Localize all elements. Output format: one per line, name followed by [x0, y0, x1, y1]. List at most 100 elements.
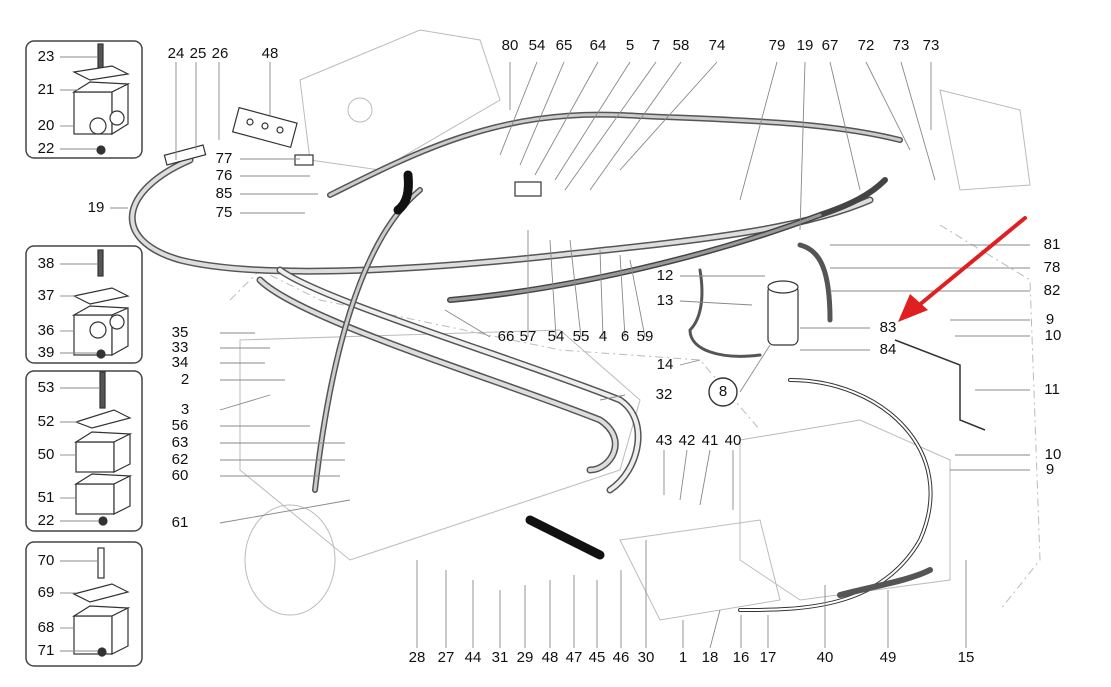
clamp-2-drawing — [71, 249, 130, 359]
part-label[interactable]: 58 — [672, 37, 690, 54]
part-label[interactable]: 61 — [171, 514, 189, 531]
part-label[interactable]: 46 — [612, 649, 630, 666]
part-label[interactable]: 37 — [37, 287, 55, 304]
part-label[interactable]: 51 — [37, 489, 55, 506]
part-label[interactable]: 10 — [1044, 446, 1062, 463]
part-label[interactable]: 77 — [215, 150, 233, 167]
hydraulic-hoses — [128, 111, 933, 612]
part-label[interactable]: 5 — [625, 37, 635, 54]
part-label[interactable]: 50 — [37, 446, 55, 463]
part-label[interactable]: 75 — [215, 204, 233, 221]
part-label[interactable]: 13 — [656, 292, 674, 309]
part-label[interactable]: 67 — [821, 37, 839, 54]
part-label[interactable]: 40 — [724, 432, 742, 449]
part-label[interactable]: 84 — [879, 341, 897, 358]
part-label[interactable]: 19 — [87, 199, 105, 216]
part-label[interactable]: 65 — [555, 37, 573, 54]
part-label[interactable]: 28 — [408, 649, 426, 666]
part-label[interactable]: 48 — [261, 45, 279, 62]
part-label[interactable]: 81 — [1043, 236, 1061, 253]
part-label[interactable]: 59 — [636, 328, 654, 345]
part-label[interactable]: 39 — [37, 344, 55, 361]
highlighted-part-label[interactable]: 83 — [879, 319, 897, 336]
part-label[interactable]: 7 — [651, 37, 661, 54]
part-label[interactable]: 8 — [718, 383, 728, 400]
part-label[interactable]: 6 — [620, 328, 630, 345]
part-label[interactable]: 70 — [37, 552, 55, 569]
part-label[interactable]: 2 — [180, 371, 190, 388]
part-label[interactable]: 3 — [180, 401, 190, 418]
part-label[interactable]: 38 — [37, 255, 55, 272]
part-label[interactable]: 33 — [171, 339, 189, 356]
part-label[interactable]: 41 — [701, 432, 719, 449]
part-label[interactable]: 54 — [547, 328, 565, 345]
part-label[interactable]: 52 — [37, 413, 55, 430]
part-label[interactable]: 68 — [37, 619, 55, 636]
part-label[interactable]: 56 — [171, 417, 189, 434]
part-label[interactable]: 21 — [37, 81, 55, 98]
part-label[interactable]: 63 — [171, 434, 189, 451]
part-label[interactable]: 82 — [1043, 282, 1061, 299]
part-label[interactable]: 74 — [708, 37, 726, 54]
part-label[interactable]: 34 — [171, 354, 189, 371]
part-label[interactable]: 78 — [1043, 259, 1061, 276]
part-label[interactable]: 15 — [957, 649, 975, 666]
part-label[interactable]: 10 — [1044, 327, 1062, 344]
part-label[interactable]: 35 — [171, 324, 189, 341]
part-label[interactable]: 60 — [171, 467, 189, 484]
part-label[interactable]: 76 — [215, 167, 233, 184]
part-label[interactable]: 72 — [857, 37, 875, 54]
part-label[interactable]: 45 — [588, 649, 606, 666]
part-label[interactable]: 22 — [37, 512, 55, 529]
part-label[interactable]: 30 — [637, 649, 655, 666]
part-label[interactable]: 17 — [759, 649, 777, 666]
part-label[interactable]: 9 — [1045, 311, 1055, 328]
machine-outline — [229, 29, 1041, 621]
clamp-3-drawing — [73, 371, 133, 526]
part-label[interactable]: 57 — [519, 328, 537, 345]
part-label[interactable]: 11 — [1044, 381, 1060, 398]
part-label[interactable]: 1 — [678, 649, 688, 666]
part-label[interactable]: 23 — [37, 48, 55, 65]
part-label[interactable]: 71 — [37, 642, 55, 659]
part-label[interactable]: 69 — [37, 584, 55, 601]
part-label[interactable]: 32 — [655, 386, 673, 403]
part-label[interactable]: 25 — [189, 45, 207, 62]
part-label[interactable]: 19 — [796, 37, 814, 54]
part-label[interactable]: 85 — [215, 185, 233, 202]
part-label[interactable]: 40 — [816, 649, 834, 666]
part-label[interactable]: 44 — [464, 649, 482, 666]
part-label[interactable]: 54 — [528, 37, 546, 54]
part-label[interactable]: 26 — [211, 45, 229, 62]
part-label[interactable]: 4 — [598, 328, 608, 345]
part-label[interactable]: 36 — [37, 322, 55, 339]
part-label[interactable]: 48 — [541, 649, 559, 666]
part-label[interactable]: 42 — [678, 432, 696, 449]
part-label[interactable]: 66 — [497, 328, 515, 345]
part-label[interactable]: 16 — [732, 649, 750, 666]
part-label[interactable]: 29 — [516, 649, 534, 666]
part-label[interactable]: 24 — [167, 45, 185, 62]
part-label[interactable]: 79 — [768, 37, 786, 54]
part-label[interactable]: 55 — [572, 328, 590, 345]
part-label[interactable]: 9 — [1045, 461, 1055, 478]
part-label[interactable]: 47 — [565, 649, 583, 666]
part-label[interactable]: 80 — [501, 37, 519, 54]
part-label[interactable]: 18 — [701, 649, 719, 666]
clamp-4-drawing — [71, 547, 131, 657]
part-label[interactable]: 73 — [922, 37, 940, 54]
part-label[interactable]: 73 — [892, 37, 910, 54]
part-label[interactable]: 62 — [171, 451, 189, 468]
part-label[interactable]: 20 — [37, 117, 55, 134]
part-label[interactable]: 43 — [655, 432, 673, 449]
part-label[interactable]: 12 — [656, 267, 674, 284]
part-label[interactable]: 22 — [37, 140, 55, 157]
part-label[interactable]: 27 — [437, 649, 455, 666]
part-label[interactable]: 49 — [879, 649, 897, 666]
part-label[interactable]: 53 — [37, 379, 55, 396]
highlight-arrow — [898, 216, 1027, 322]
part-label[interactable]: 31 — [491, 649, 509, 666]
part-label[interactable]: 64 — [589, 37, 607, 54]
part-label[interactable]: 14 — [656, 356, 674, 373]
